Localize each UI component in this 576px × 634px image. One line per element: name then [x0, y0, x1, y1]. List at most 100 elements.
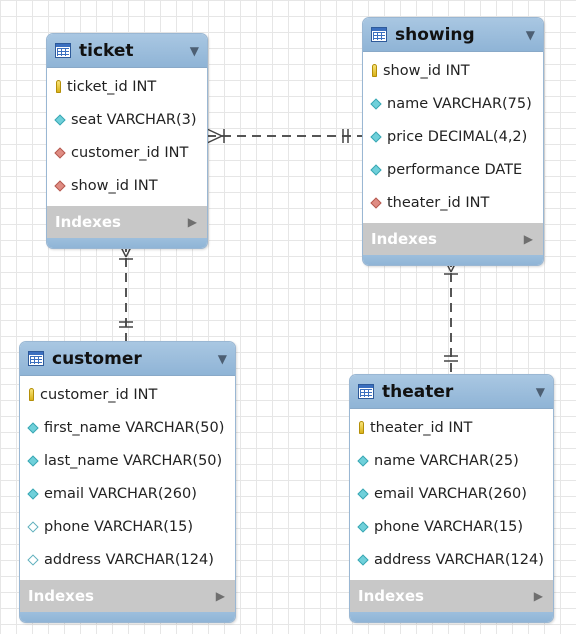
column-label: first_name VARCHAR(50) — [44, 419, 225, 436]
column-row[interactable]: ticket_id INT — [47, 70, 207, 103]
table-icon — [358, 384, 374, 399]
indexes-label: Indexes — [358, 587, 424, 605]
column-label: name VARCHAR(75) — [387, 95, 532, 112]
indexes-section[interactable]: Indexes ▶ — [20, 580, 235, 612]
column-label: email VARCHAR(260) — [374, 485, 527, 502]
column-row[interactable]: phone VARCHAR(15) — [350, 510, 553, 543]
table-header[interactable]: showing ▼ — [363, 18, 543, 52]
column-label: address VARCHAR(124) — [374, 551, 544, 568]
nullable-diamond-icon — [27, 520, 39, 533]
showing-table[interactable]: showing ▼ show_id INT name VARCHAR(75) p… — [362, 17, 544, 266]
column-row[interactable]: performance DATE — [363, 153, 543, 186]
table-header[interactable]: ticket ▼ — [47, 34, 207, 68]
column-row[interactable]: theater_id INT — [350, 411, 553, 444]
table-footer — [20, 612, 235, 622]
column-label: email VARCHAR(260) — [44, 485, 197, 502]
column-label: customer_id INT — [71, 144, 189, 161]
primary-key-icon — [359, 421, 364, 434]
table-footer — [363, 255, 543, 265]
table-title: showing — [395, 24, 475, 45]
column-label: theater_id INT — [387, 194, 490, 211]
indexes-section[interactable]: Indexes ▶ — [47, 206, 207, 238]
one-end-double-bar-icon — [444, 355, 458, 362]
column-label: show_id INT — [383, 62, 470, 79]
column-label: price DECIMAL(4,2) — [387, 128, 528, 145]
foreign-key-diamond-icon — [54, 146, 66, 159]
column-row[interactable]: price DECIMAL(4,2) — [363, 120, 543, 153]
foreign-key-diamond-icon — [54, 179, 66, 192]
indexes-label: Indexes — [371, 230, 437, 248]
column-label: show_id INT — [71, 177, 158, 194]
expand-arrow-icon[interactable]: ▶ — [523, 232, 533, 246]
column-row[interactable]: address VARCHAR(124) — [20, 543, 235, 576]
primary-key-icon — [372, 64, 377, 77]
column-diamond-icon — [370, 97, 382, 110]
column-label: customer_id INT — [40, 386, 158, 403]
table-header[interactable]: customer ▼ — [20, 342, 235, 376]
primary-key-icon — [29, 388, 34, 401]
column-diamond-icon — [370, 163, 382, 176]
indexes-section[interactable]: Indexes ▶ — [363, 223, 543, 255]
collapse-caret-icon[interactable]: ▼ — [535, 384, 545, 399]
column-diamond-icon — [357, 520, 369, 533]
column-label: phone VARCHAR(15) — [44, 518, 194, 535]
column-row[interactable]: email VARCHAR(260) — [350, 477, 553, 510]
one-end-double-bar-icon — [342, 129, 349, 143]
column-row[interactable]: name VARCHAR(75) — [363, 87, 543, 120]
table-title: theater — [382, 381, 454, 402]
column-row[interactable]: last_name VARCHAR(50) — [20, 444, 235, 477]
customer-table[interactable]: customer ▼ customer_id INT first_name VA… — [19, 341, 236, 623]
column-label: seat VARCHAR(3) — [71, 111, 197, 128]
table-icon — [28, 351, 44, 366]
table-footer — [47, 238, 207, 248]
one-end-double-bar-icon — [119, 321, 133, 328]
column-diamond-icon — [370, 130, 382, 143]
column-label: address VARCHAR(124) — [44, 551, 214, 568]
indexes-label: Indexes — [55, 213, 121, 231]
column-row[interactable]: first_name VARCHAR(50) — [20, 411, 235, 444]
column-label: theater_id INT — [370, 419, 473, 436]
column-row[interactable]: phone VARCHAR(15) — [20, 510, 235, 543]
table-title: customer — [52, 348, 142, 369]
many-end-crowsfoot-icon — [206, 128, 225, 144]
column-diamond-icon — [27, 487, 39, 500]
column-diamond-icon — [54, 113, 66, 126]
theater-table[interactable]: theater ▼ theater_id INT name VARCHAR(25… — [349, 374, 554, 623]
ticket-table[interactable]: ticket ▼ ticket_id INT seat VARCHAR(3) c… — [46, 33, 208, 249]
indexes-label: Indexes — [28, 587, 94, 605]
column-row[interactable]: customer_id INT — [20, 378, 235, 411]
table-icon — [371, 27, 387, 42]
table-title: ticket — [79, 40, 134, 61]
indexes-section[interactable]: Indexes ▶ — [350, 580, 553, 612]
column-row[interactable]: seat VARCHAR(3) — [47, 103, 207, 136]
collapse-caret-icon[interactable]: ▼ — [189, 43, 199, 58]
column-label: name VARCHAR(25) — [374, 452, 519, 469]
expand-arrow-icon[interactable]: ▶ — [187, 215, 197, 229]
column-label: last_name VARCHAR(50) — [44, 452, 223, 469]
primary-key-icon — [56, 80, 61, 93]
column-label: ticket_id INT — [67, 78, 157, 95]
expand-arrow-icon[interactable]: ▶ — [215, 589, 225, 603]
column-row[interactable]: theater_id INT — [363, 186, 543, 219]
column-diamond-icon — [357, 553, 369, 566]
column-row[interactable]: name VARCHAR(25) — [350, 444, 553, 477]
column-row[interactable]: email VARCHAR(260) — [20, 477, 235, 510]
column-row[interactable]: address VARCHAR(124) — [350, 543, 553, 576]
foreign-key-diamond-icon — [370, 196, 382, 209]
table-icon — [55, 43, 71, 58]
column-row[interactable]: customer_id INT — [47, 136, 207, 169]
column-diamond-icon — [357, 487, 369, 500]
table-header[interactable]: theater ▼ — [350, 375, 553, 409]
table-footer — [350, 612, 553, 622]
column-diamond-icon — [27, 454, 39, 467]
column-diamond-icon — [27, 421, 39, 434]
nullable-diamond-icon — [27, 553, 39, 566]
column-diamond-icon — [357, 454, 369, 467]
expand-arrow-icon[interactable]: ▶ — [533, 589, 543, 603]
column-label: performance DATE — [387, 161, 523, 178]
column-row[interactable]: show_id INT — [47, 169, 207, 202]
column-label: phone VARCHAR(15) — [374, 518, 524, 535]
collapse-caret-icon[interactable]: ▼ — [217, 351, 227, 366]
collapse-caret-icon[interactable]: ▼ — [525, 27, 535, 42]
column-row[interactable]: show_id INT — [363, 54, 543, 87]
